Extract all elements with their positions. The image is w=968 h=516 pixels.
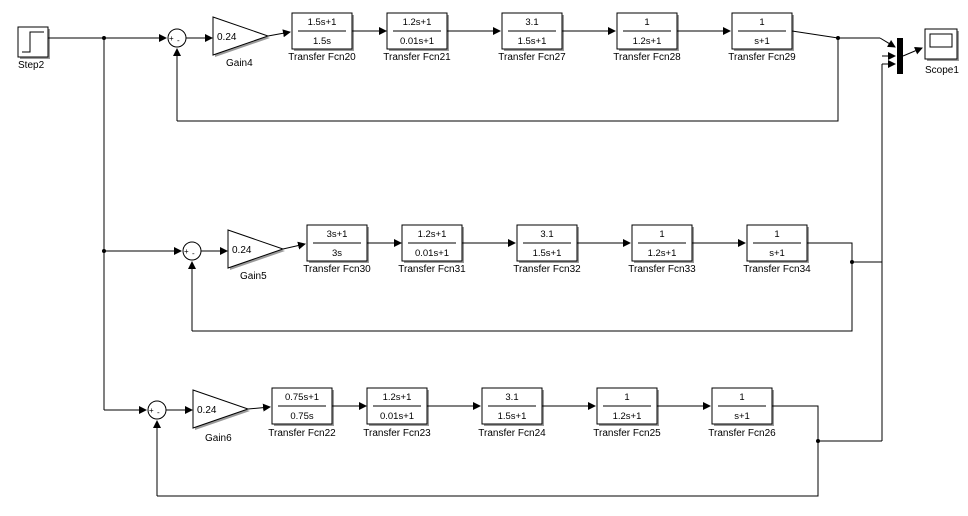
source-wiring: [48, 34, 182, 414]
transfer-fcn-23[interactable]: 1.2s+1 0.01s+1: [366, 387, 429, 426]
transfer-fcn-21[interactable]: 1.2s+1 0.01s+1: [386, 12, 449, 51]
sum-block-2[interactable]: + -: [182, 241, 202, 261]
loop-3: + - 0.24 Gain6 0.75s+1 0.75s Transfer Fc…: [147, 387, 882, 497]
sum-sign-plus: +: [184, 247, 189, 256]
tf-label: Transfer Fcn31: [398, 264, 466, 275]
transfer-fcn-28[interactable]: 1 1.2s+1: [616, 12, 679, 51]
tf-numerator: 1: [644, 17, 649, 28]
transfer-fcn-33[interactable]: 1 1.2s+1: [631, 224, 694, 263]
gain-value: 0.24: [197, 405, 217, 416]
tf-numerator: 1.2s+1: [383, 392, 412, 403]
sum-sign-minus: -: [177, 36, 180, 45]
step-block[interactable]: [17, 26, 50, 59]
mux-wiring: [881, 52, 896, 441]
gain-label: Gain6: [205, 433, 232, 444]
tf-label: Transfer Fcn28: [613, 52, 681, 63]
transfer-fcn-25[interactable]: 1 1.2s+1: [596, 387, 659, 426]
tf-label: Transfer Fcn30: [303, 264, 371, 275]
tf-denominator: 1.2s+1: [648, 248, 677, 259]
gain-block-1[interactable]: 0.24: [212, 16, 270, 57]
tf-label: Transfer Fcn23: [363, 428, 431, 439]
tf-label: Transfer Fcn20: [288, 52, 356, 63]
scope-icon: [929, 33, 953, 48]
tf-label: Transfer Fcn29: [728, 52, 796, 63]
tf-numerator: 1: [774, 229, 779, 240]
tf-label: Transfer Fcn25: [593, 428, 661, 439]
loop-2: + - 0.24 Gain5 3s+1 3s Transfer Fcn30 1.…: [182, 224, 882, 332]
sum-sign-minus: -: [192, 249, 195, 258]
transfer-fcn-22[interactable]: 0.75s+1 0.75s: [271, 387, 334, 426]
mux-block[interactable]: [897, 38, 903, 74]
tf-numerator: 3.1: [505, 392, 518, 403]
tf-numerator: 1.2s+1: [403, 17, 432, 28]
tf-numerator: 0.75s+1: [285, 392, 319, 403]
tf-numerator: 1: [624, 392, 629, 403]
gain-block-2[interactable]: 0.24: [227, 229, 285, 270]
tf-numerator: 1.5s+1: [308, 17, 337, 28]
gain-label: Gain5: [240, 271, 267, 282]
scope-label: Scope1: [925, 65, 959, 76]
tf-label: Transfer Fcn26: [708, 428, 776, 439]
tf-denominator: 1.5s+1: [498, 411, 527, 422]
tf-denominator: 0.01s+1: [400, 36, 434, 47]
tf-denominator: 0.01s+1: [415, 248, 449, 259]
tf-denominator: s+1: [754, 36, 770, 47]
tf-numerator: 3.1: [540, 229, 553, 240]
tf-denominator: 1.5s+1: [533, 248, 562, 259]
tf-denominator: 1.2s+1: [613, 411, 642, 422]
tf-denominator: 0.01s+1: [380, 411, 414, 422]
tf-denominator: 0.75s: [290, 411, 313, 422]
transfer-fcn-34[interactable]: 1 s+1: [746, 224, 809, 263]
step-icon: [22, 31, 44, 53]
tf-denominator: 3s: [332, 248, 342, 259]
tf-numerator: 1: [739, 392, 744, 403]
tf-label: Transfer Fcn33: [628, 264, 696, 275]
transfer-fcn-32[interactable]: 3.1 1.5s+1: [516, 224, 579, 263]
tf-numerator: 1: [759, 17, 764, 28]
scope-block[interactable]: [924, 28, 959, 61]
step-label: Step2: [18, 60, 45, 71]
tf-denominator: s+1: [769, 248, 785, 259]
transfer-fcn-30[interactable]: 3s+1 3s: [306, 224, 369, 263]
transfer-fcn-20[interactable]: 1.5s+1 1.5s: [291, 12, 354, 51]
tf-numerator: 1.2s+1: [418, 229, 447, 240]
gain-value: 0.24: [217, 32, 237, 43]
gain-label: Gain4: [226, 58, 253, 69]
tf-label: Transfer Fcn21: [383, 52, 451, 63]
transfer-fcn-26[interactable]: 1 s+1: [711, 387, 774, 426]
tf-label: Transfer Fcn24: [478, 428, 546, 439]
tf-denominator: 1.2s+1: [633, 36, 662, 47]
tf-numerator: 3.1: [525, 17, 538, 28]
tf-numerator: 1: [659, 229, 664, 240]
gain-value: 0.24: [232, 245, 252, 256]
transfer-fcn-27[interactable]: 3.1 1.5s+1: [501, 12, 564, 51]
tf-label: Transfer Fcn34: [743, 264, 811, 275]
sum-block-3[interactable]: + -: [147, 400, 167, 420]
tf-denominator: 1.5s+1: [518, 36, 547, 47]
gain-block-3[interactable]: 0.24: [192, 389, 250, 430]
transfer-fcn-24[interactable]: 3.1 1.5s+1: [481, 387, 544, 426]
tf-denominator: 1.5s: [313, 36, 331, 47]
tf-denominator: s+1: [734, 411, 750, 422]
loop-1: + - 0.24 Gain4 1.5s+1 1.5s Transfer Fcn2…: [167, 12, 896, 122]
tf-label: Transfer Fcn22: [268, 428, 336, 439]
sum-sign-plus: +: [169, 34, 174, 43]
sum-sign-plus: +: [149, 406, 154, 415]
tf-label: Transfer Fcn27: [498, 52, 566, 63]
sum-block-1[interactable]: + -: [167, 28, 187, 48]
tf-label: Transfer Fcn32: [513, 264, 581, 275]
transfer-fcn-31[interactable]: 1.2s+1 0.01s+1: [401, 224, 464, 263]
sum-sign-minus: -: [157, 408, 160, 417]
tf-numerator: 3s+1: [327, 229, 348, 240]
transfer-fcn-29[interactable]: 1 s+1: [731, 12, 794, 51]
